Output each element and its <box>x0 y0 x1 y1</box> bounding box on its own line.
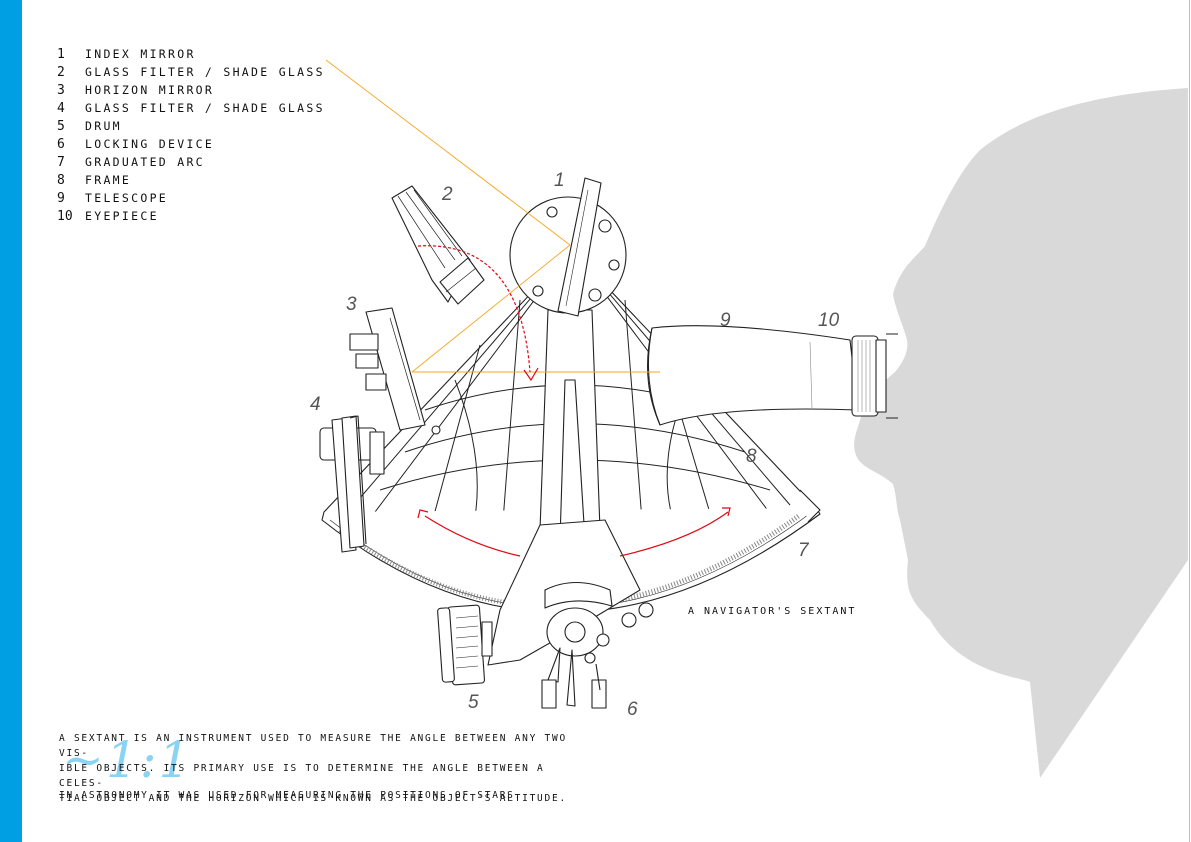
legend-number: 1 <box>57 46 65 62</box>
callout-8: 8 <box>746 446 757 467</box>
callout-6: 6 <box>627 699 638 720</box>
legend-item: 10 EYEPIECE <box>57 207 325 225</box>
head-silhouette <box>854 88 1188 778</box>
description-line: A SEXTANT IS AN INSTRUMENT USED TO MEASU… <box>59 733 567 759</box>
legend-item: 9 TELESCOPE <box>57 189 325 207</box>
legend-item: 6 LOCKING DEVICE <box>57 135 325 153</box>
callout-9: 9 <box>720 310 731 331</box>
telescope <box>647 325 898 426</box>
legend-number: 10 <box>57 208 73 224</box>
legend-label: GRADUATED ARC <box>85 155 205 169</box>
horizon-mirror <box>349 307 441 435</box>
legend-label: TELESCOPE <box>85 191 169 205</box>
shade-glass-lower <box>319 415 385 553</box>
description-line: IBLE OBJECTS. ITS PRIMARY USE IS TO DETE… <box>59 763 545 789</box>
accent-bar <box>0 0 22 842</box>
callout-10: 10 <box>818 310 840 331</box>
legend-item: 8 FRAME <box>57 171 325 189</box>
callout-1: 1 <box>554 170 565 191</box>
legend-item: 4 GLASS FILTER / SHADE GLASS <box>57 99 325 117</box>
legend-number: 4 <box>57 100 65 116</box>
legend-number: 9 <box>57 190 65 206</box>
legend-item: 7 GRADUATED ARC <box>57 153 325 171</box>
legend-label: LOCKING DEVICE <box>85 137 215 151</box>
legend-label: GLASS FILTER / SHADE GLASS <box>85 101 325 115</box>
callout-3: 3 <box>346 294 357 315</box>
legend-item: 5 DRUM <box>57 117 325 135</box>
callout-4: 4 <box>310 394 321 415</box>
callout-5: 5 <box>468 692 479 713</box>
description-line: TIAL OBJECT AND THE HORIZON WHICH IS KNO… <box>59 793 567 804</box>
locking-device <box>541 633 610 709</box>
drum <box>437 604 493 686</box>
legend-label: INDEX MIRROR <box>85 47 196 61</box>
legend-item: 1 INDEX MIRROR <box>57 45 325 63</box>
index-mirror <box>509 177 627 317</box>
legend-item: 2 GLASS FILTER / SHADE GLASS <box>57 63 325 81</box>
legend-label: GLASS FILTER / SHADE GLASS <box>85 65 325 79</box>
legend-number: 5 <box>57 118 65 134</box>
figure-caption: A NAVIGATOR'S SEXTANT <box>688 606 857 617</box>
legend-number: 2 <box>57 64 65 80</box>
shade-glass-top <box>391 185 485 305</box>
legend-item: 3 HORIZON MIRROR <box>57 81 325 99</box>
description-note: IN ASTRONOMY IT WAS USED FOR MEASURING T… <box>59 790 523 801</box>
legend-label: DRUM <box>85 119 122 133</box>
legend-number: 8 <box>57 172 65 188</box>
legend-number: 6 <box>57 136 65 152</box>
description-text: A SEXTANT IS AN INSTRUMENT USED TO MEASU… <box>59 731 589 806</box>
callout-7: 7 <box>798 540 810 561</box>
scale-label: ~1:1 <box>62 731 193 789</box>
legend-number: 3 <box>57 82 65 98</box>
legend-label: FRAME <box>85 173 132 187</box>
legend-label: HORIZON MIRROR <box>85 83 215 97</box>
legend-number: 7 <box>57 154 65 170</box>
page-edge-line <box>1189 0 1190 842</box>
motion-arrows <box>417 245 731 557</box>
legend-label: EYEPIECE <box>85 209 159 223</box>
callout-2: 2 <box>441 184 453 205</box>
